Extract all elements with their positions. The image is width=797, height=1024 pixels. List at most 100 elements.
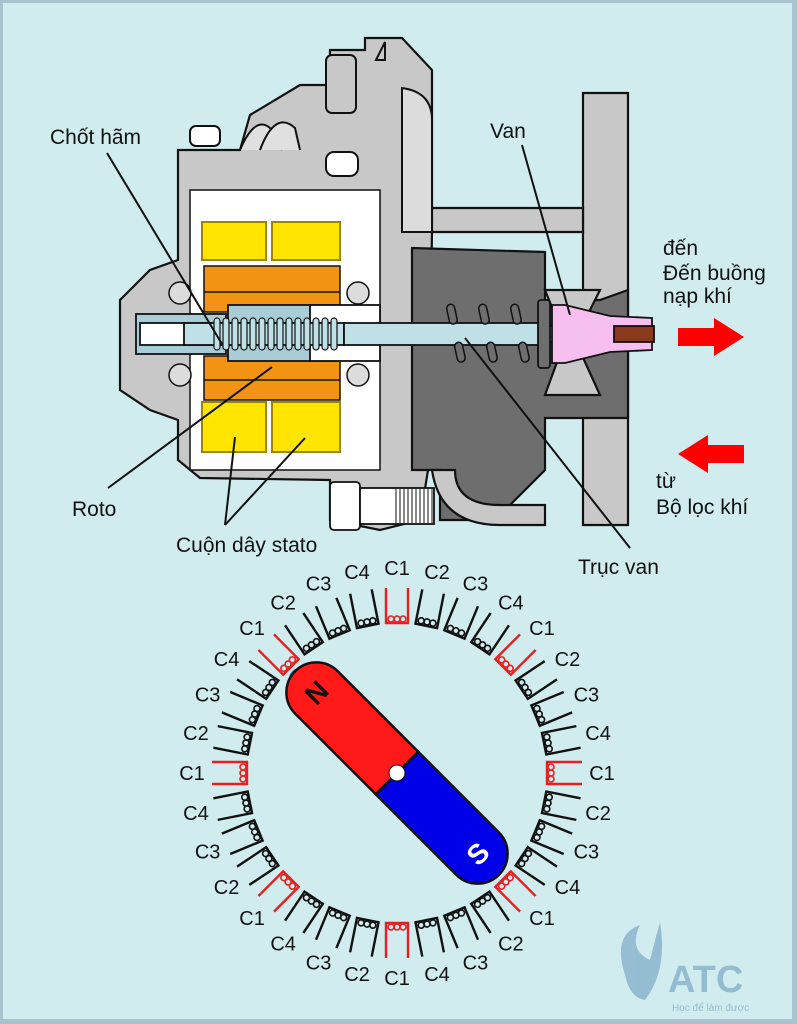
arrow-inflow xyxy=(678,435,744,473)
stator-coil-c1 xyxy=(257,633,301,677)
stator-coil-c4 xyxy=(236,660,281,701)
coil-label: C1 xyxy=(384,968,410,990)
label-to-chamber-2: nạp khí xyxy=(663,285,732,308)
coil-label: C3 xyxy=(463,952,489,974)
coil-label: C4 xyxy=(424,964,450,986)
stator-coil-c1 xyxy=(493,633,537,677)
spring-coil xyxy=(509,303,522,325)
diagram-canvas: Chốt hãm Van đến Đến buồng nạp khí từ Bộ… xyxy=(3,3,792,1019)
coil-label: C3 xyxy=(195,685,221,707)
stator-coil-c2 xyxy=(540,790,581,822)
coil-label: C2 xyxy=(498,933,524,955)
magnet-north-half xyxy=(285,661,420,796)
stator-coil-c4 xyxy=(414,916,446,957)
label-stator-coil: Cuộn dây stato xyxy=(176,534,317,557)
logo-flame-icon xyxy=(620,922,663,1000)
coil-label: C1 xyxy=(239,908,265,930)
coil-label: C1 xyxy=(384,558,410,580)
bolt xyxy=(329,481,435,531)
stator-coil-c2 xyxy=(348,916,380,957)
top-details xyxy=(189,41,433,233)
valve xyxy=(537,299,655,369)
screw-thread xyxy=(285,317,293,351)
diagram-svg: Chốt hãm Van đến Đến buồng nạp khí từ Bộ… xyxy=(50,36,766,1014)
coil-label: C2 xyxy=(270,593,296,615)
rotor xyxy=(203,265,341,401)
stator-coil-c4 xyxy=(348,589,380,630)
stator-coil-c3 xyxy=(221,690,265,728)
spring-coil xyxy=(445,303,458,325)
bolt-threads xyxy=(395,489,433,523)
magnet-pivot xyxy=(388,764,406,782)
coil-label: C3 xyxy=(463,574,489,596)
coil-label: C2 xyxy=(344,964,370,986)
leader-lines xyxy=(106,144,631,549)
stator-coil-c2 xyxy=(284,612,325,657)
atc-logo: ATC Học để làm được xyxy=(620,922,749,1014)
coil-label: C3 xyxy=(195,841,221,863)
stator-coil-c4 xyxy=(469,612,510,657)
screw-thread xyxy=(330,317,338,351)
screw-threads xyxy=(213,317,338,351)
stator-coil-c4 xyxy=(540,724,581,756)
screw-thread xyxy=(294,317,302,351)
coil-label: C4 xyxy=(214,649,240,671)
stator-coil-c2 xyxy=(236,845,281,886)
stator-coil-c1 xyxy=(384,921,410,958)
label-lock-pin: Chốt hãm xyxy=(50,126,141,149)
spring-coil xyxy=(485,341,498,363)
screw-thread xyxy=(303,317,311,351)
stator-coil-c1 xyxy=(493,869,537,913)
screw-thread xyxy=(222,317,230,351)
label-to-chamber-1: Đến buồng xyxy=(663,262,766,285)
coil-label: C2 xyxy=(555,649,581,671)
coil-label: C3 xyxy=(306,952,332,974)
label-valve-shaft: Trục van xyxy=(578,556,659,579)
logo-brand: ATC xyxy=(668,959,743,1001)
coil-label: C2 xyxy=(214,877,240,899)
screw-thread xyxy=(258,317,266,351)
coil-label: C1 xyxy=(239,618,265,640)
screw-thread xyxy=(231,317,239,351)
spring-coil xyxy=(477,303,490,325)
coil-label: C3 xyxy=(574,685,600,707)
stator-coil-c1 xyxy=(257,869,301,913)
coil-label: C4 xyxy=(344,562,370,584)
stator-coil-c3 xyxy=(442,597,480,641)
stator-coil-c4 xyxy=(513,845,558,886)
rotor-magnet: N S xyxy=(285,661,509,885)
label-from-filter: Bộ lọc khí xyxy=(656,496,748,519)
arrow-outflow xyxy=(678,318,744,356)
magnet-south-half xyxy=(374,750,509,885)
coil-label: C4 xyxy=(585,723,611,745)
coil-label: C3 xyxy=(574,841,600,863)
stator-coil-c4 xyxy=(284,889,325,934)
coil-label: C4 xyxy=(270,933,296,955)
screw-thread xyxy=(312,317,320,351)
spring-coil xyxy=(453,341,466,363)
stator-coil-c2 xyxy=(213,724,254,756)
label-rotor: Roto xyxy=(72,498,116,521)
logo-tagline: Học để làm được xyxy=(672,1002,749,1014)
stator-coil-c3 xyxy=(442,905,480,949)
stator-coil-c1 xyxy=(545,760,582,786)
coil-label: C2 xyxy=(585,803,611,825)
screw-thread xyxy=(321,317,329,351)
coil-label: C3 xyxy=(306,574,332,596)
coil-label: C1 xyxy=(529,618,555,640)
stator-coil-c3 xyxy=(529,818,573,856)
screw-thread xyxy=(249,317,257,351)
label-valve: Van xyxy=(490,120,526,143)
stator-coil-c1 xyxy=(384,588,410,625)
coil-label: C1 xyxy=(179,763,205,785)
return-spring xyxy=(445,303,530,363)
stator-coil-c3 xyxy=(314,905,352,949)
label-to: đến xyxy=(663,237,698,260)
coil-label: C2 xyxy=(424,562,450,584)
coil-label: C2 xyxy=(183,723,209,745)
coil-label: C1 xyxy=(529,908,555,930)
coil-label: C1 xyxy=(589,763,615,785)
screw-thread xyxy=(267,317,275,351)
stator-coil-c1 xyxy=(212,760,249,786)
